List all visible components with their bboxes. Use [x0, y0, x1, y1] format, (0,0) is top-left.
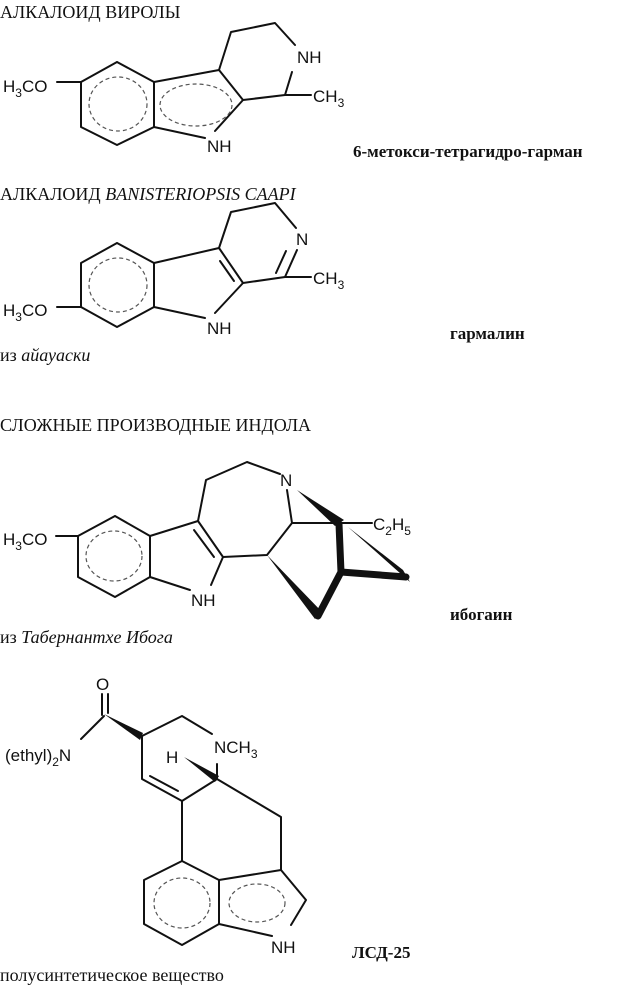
structure-lsd: O (ethyl)2N NCH3 H NH: [5, 675, 307, 957]
atom-label-nh: NH: [207, 319, 232, 338]
note-text: полусинтетическое вещество: [0, 965, 224, 985]
structure-ibogaine: H3CO NH N C2H5: [3, 461, 411, 620]
atom-label-h3co: H3CO: [3, 77, 47, 100]
atom-label-ethyl2n: (ethyl)2N: [5, 746, 71, 769]
atom-label-nh: NH: [207, 137, 232, 156]
source-text: из Табернантхе Ибога: [0, 627, 173, 647]
compound-name: 6-метокси-тетрагидро-гарман: [353, 142, 583, 161]
atom-label-n: N: [280, 471, 292, 490]
atom-label-n: N: [296, 230, 308, 249]
atom-label-ch3: CH3: [313, 269, 345, 292]
compound-name: ибогаин: [450, 605, 513, 624]
atom-label-h3co: H3CO: [3, 530, 47, 553]
compound-name: ЛСД-25: [352, 943, 410, 962]
source-text: из айауаски: [0, 345, 90, 365]
compound-name: гармалин: [450, 324, 525, 343]
atom-label-ch3: CH3: [313, 87, 345, 110]
atom-label-h: H: [166, 748, 178, 767]
section-heading-virola: АЛКАЛОИД ВИРОЛЫ: [0, 2, 181, 22]
atom-label-nh: NH: [271, 938, 296, 957]
atom-label-h3co: H3CO: [3, 301, 47, 324]
atom-label-o: O: [96, 675, 109, 694]
atom-label-nh: NH: [297, 48, 322, 67]
section-heading-banisteriopsis: АЛКАЛОИД BANISTERIOPSIS CAAPI: [0, 184, 297, 204]
structure-harmaline: H3CO NH N CH3: [3, 202, 345, 338]
section-heading-indole-derivatives: СЛОЖНЫЕ ПРОИЗВОДНЫЕ ИНДОЛА: [0, 415, 311, 435]
atom-label-nch3: NCH3: [214, 738, 258, 761]
atom-label-nh: NH: [191, 591, 216, 610]
structure-6-methoxy-tetrahydroharman: H3CO NH NH CH3: [3, 22, 345, 156]
atom-label-c2h5: C2H5: [373, 515, 411, 538]
